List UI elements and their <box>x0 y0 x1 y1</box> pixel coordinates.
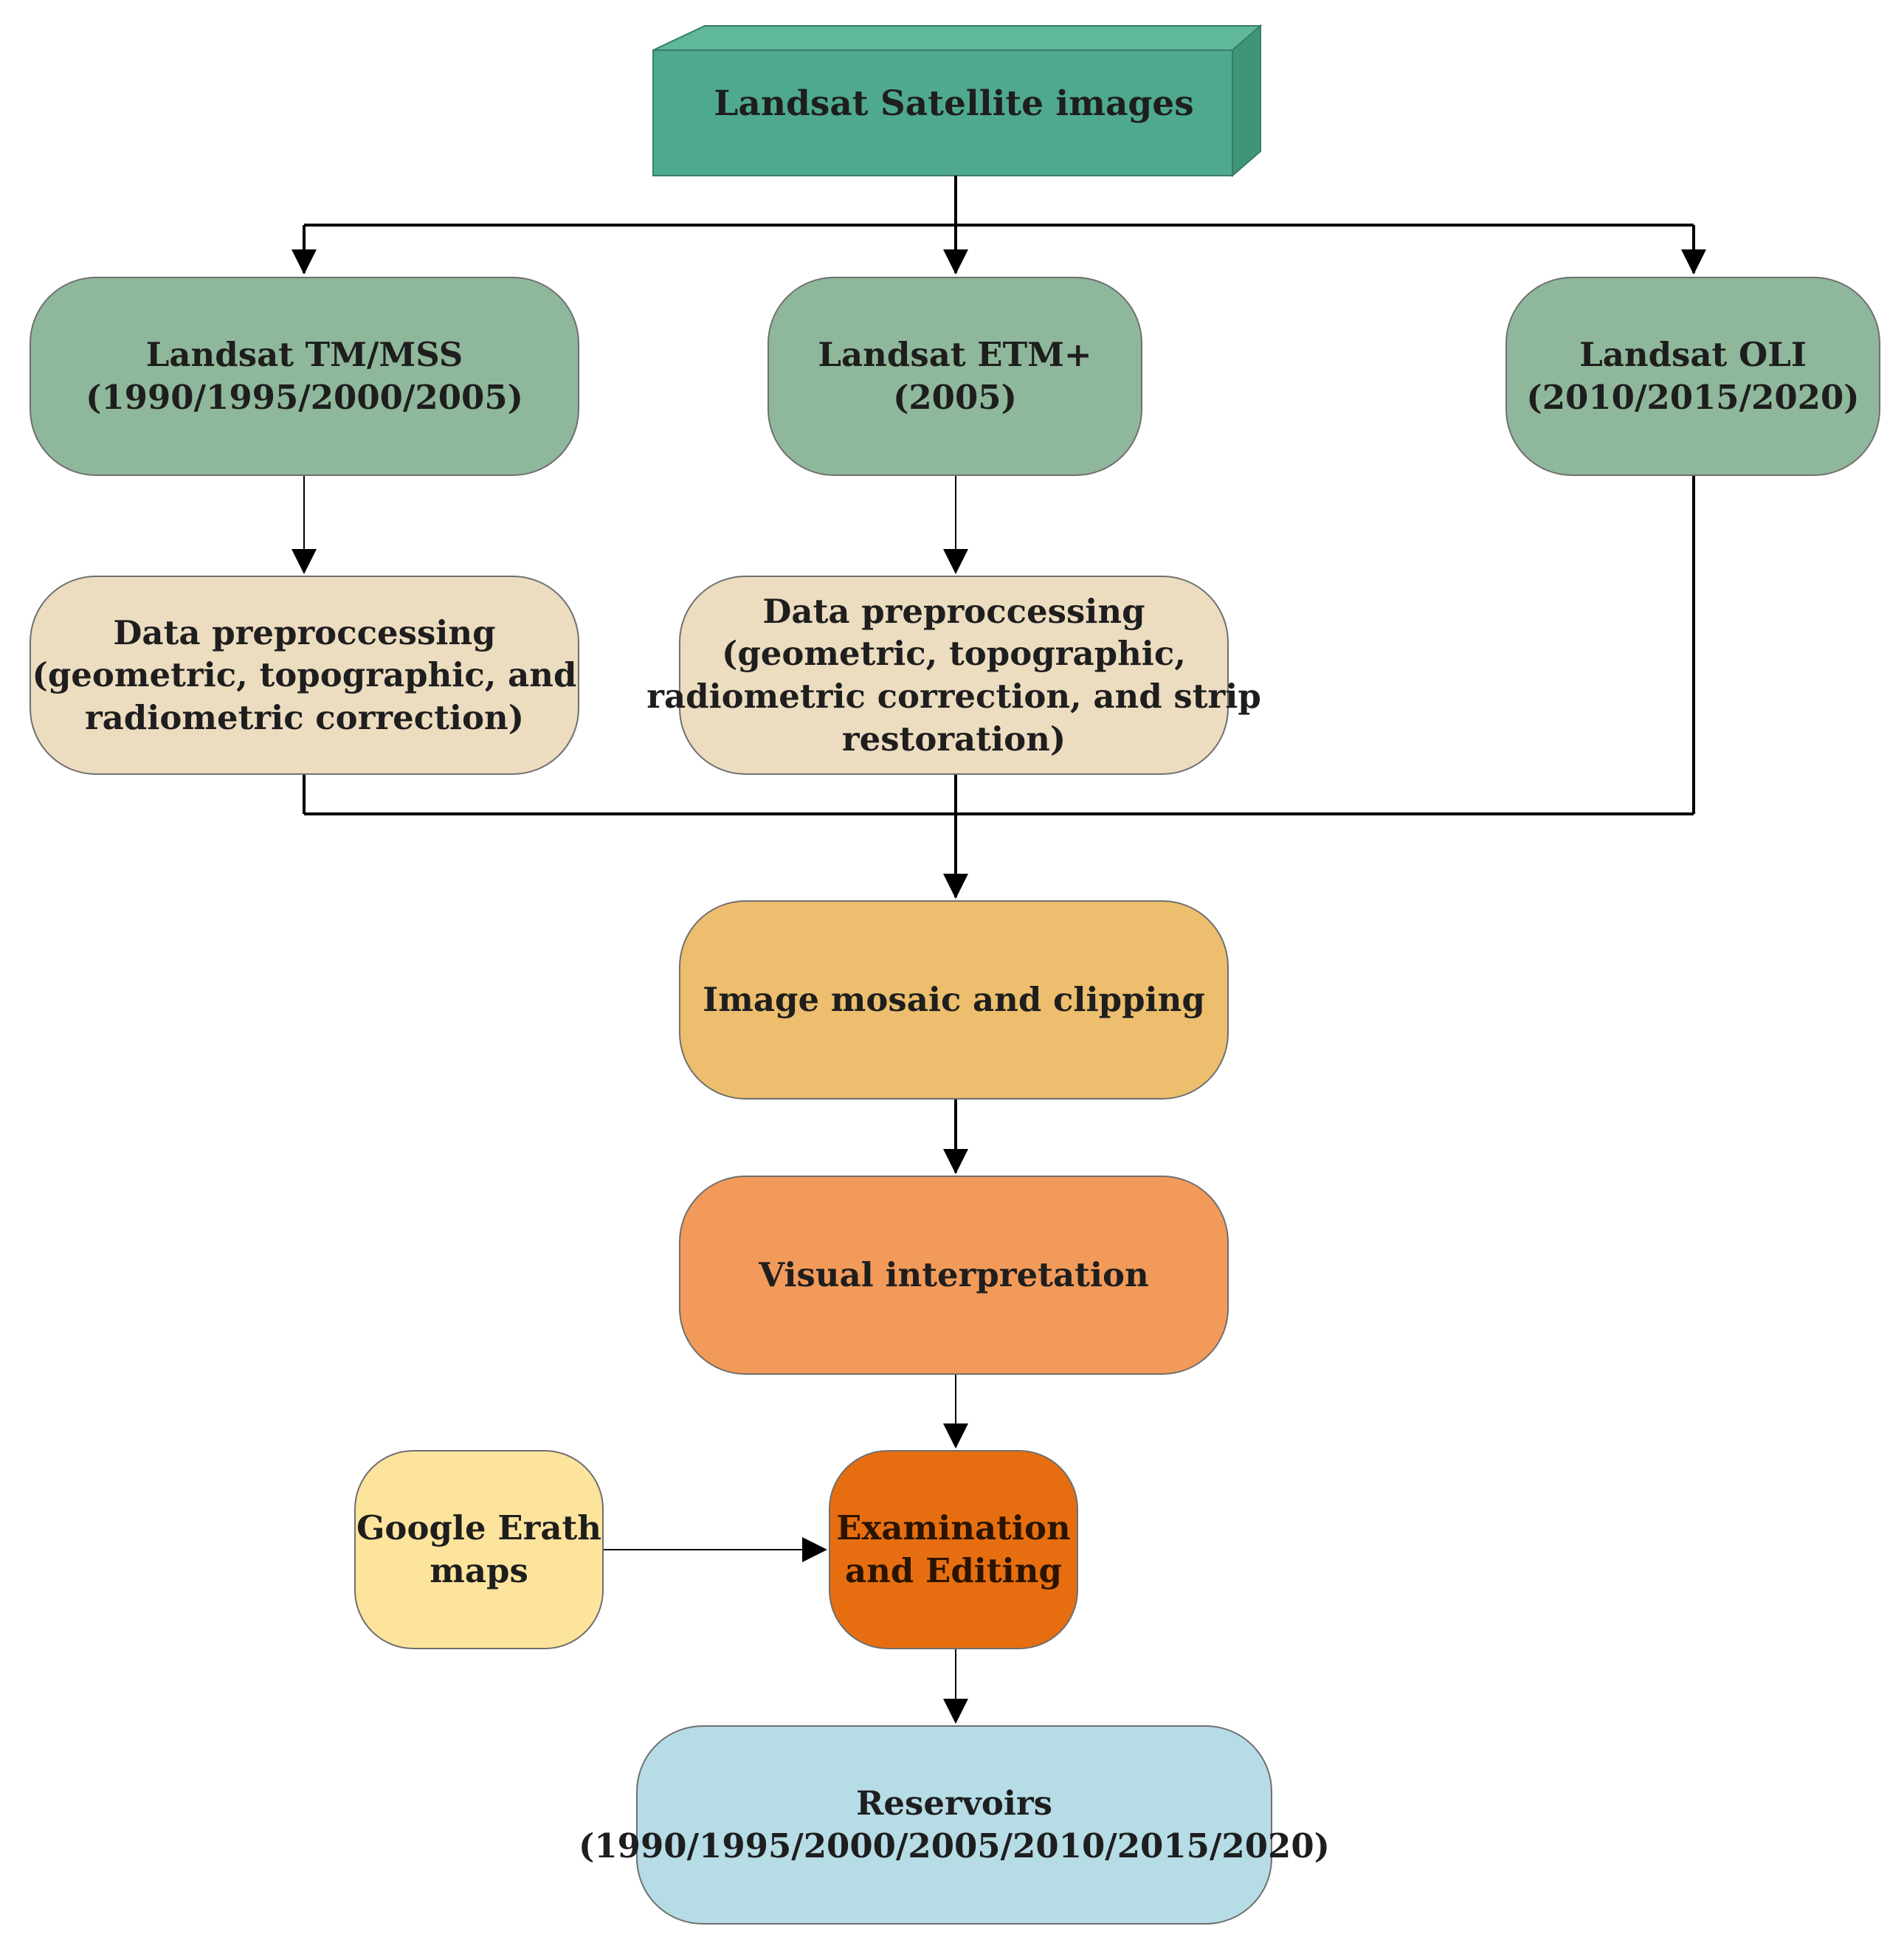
connector-merge <box>303 476 1695 899</box>
node-google-earth-maps-line2: maps <box>430 1551 528 1590</box>
node-preprocessing-etm-line3: radiometric correction, and strip <box>646 677 1261 716</box>
node-google-earth-maps: Google Erath maps <box>354 1450 604 1649</box>
node-preprocessing-tm-line3: radiometric correction) <box>84 697 525 737</box>
source-block <box>652 24 1263 178</box>
node-landsat-oli-title: Landsat OLI <box>1579 335 1807 375</box>
source-block-front <box>652 49 1233 176</box>
node-reservoirs-years: (1990/1995/2000/2005/2010/2015/2020) <box>579 1826 1330 1865</box>
node-landsat-etm-years: (2005) <box>893 378 1017 417</box>
node-preprocessing-etm-line4: restoration) <box>841 719 1066 759</box>
node-examination-editing: Examination and Editing <box>829 1450 1078 1649</box>
node-image-mosaic-label: Image mosaic and clipping <box>703 980 1205 1020</box>
node-examination-editing-line2: and Editing <box>845 1551 1062 1590</box>
node-landsat-etm-title: Landsat ETM+ <box>818 335 1092 375</box>
node-preprocessing-etm-line2: (geometric, topographic, <box>722 634 1186 674</box>
node-landsat-etm: Landsat ETM+ (2005) <box>768 277 1142 476</box>
node-landsat-oli-years: (2010/2015/2020) <box>1526 378 1860 417</box>
node-preprocessing-tm: Data preproccessing (geometric, topograp… <box>30 576 579 775</box>
node-preprocessing-etm-line1: Data preproccessing <box>762 591 1145 631</box>
node-reservoirs: Reservoirs (1990/1995/2000/2005/2010/201… <box>579 1725 1330 1925</box>
node-landsat-tm-mss: Landsat TM/MSS (1990/1995/2000/2005) <box>30 277 579 476</box>
node-landsat-tm-mss-years: (1990/1995/2000/2005) <box>86 378 523 417</box>
node-landsat-tm-mss-title: Landsat TM/MSS <box>145 335 463 375</box>
node-reservoirs-title: Reservoirs <box>855 1784 1052 1823</box>
node-image-mosaic: Image mosaic and clipping <box>679 900 1229 1100</box>
connector-sensor-preprocessing <box>292 476 968 574</box>
connector-source-split <box>292 176 1706 275</box>
node-visual-interpretation: Visual interpretation <box>679 1176 1229 1375</box>
node-google-earth-maps-line1: Google Erath <box>356 1508 601 1548</box>
source-label: Landsat Satellite images <box>714 83 1194 124</box>
node-examination-editing-line1: Examination <box>836 1508 1071 1548</box>
node-preprocessing-etm: Data preproccessing (geometric, topograp… <box>646 576 1261 775</box>
node-visual-interpretation-label: Visual interpretation <box>759 1255 1149 1295</box>
node-preprocessing-tm-line2: (geometric, topographic, and <box>32 655 577 695</box>
node-preprocessing-tm-line1: Data preproccessing <box>113 612 496 652</box>
node-landsat-oli: Landsat OLI (2010/2015/2020) <box>1505 277 1880 476</box>
